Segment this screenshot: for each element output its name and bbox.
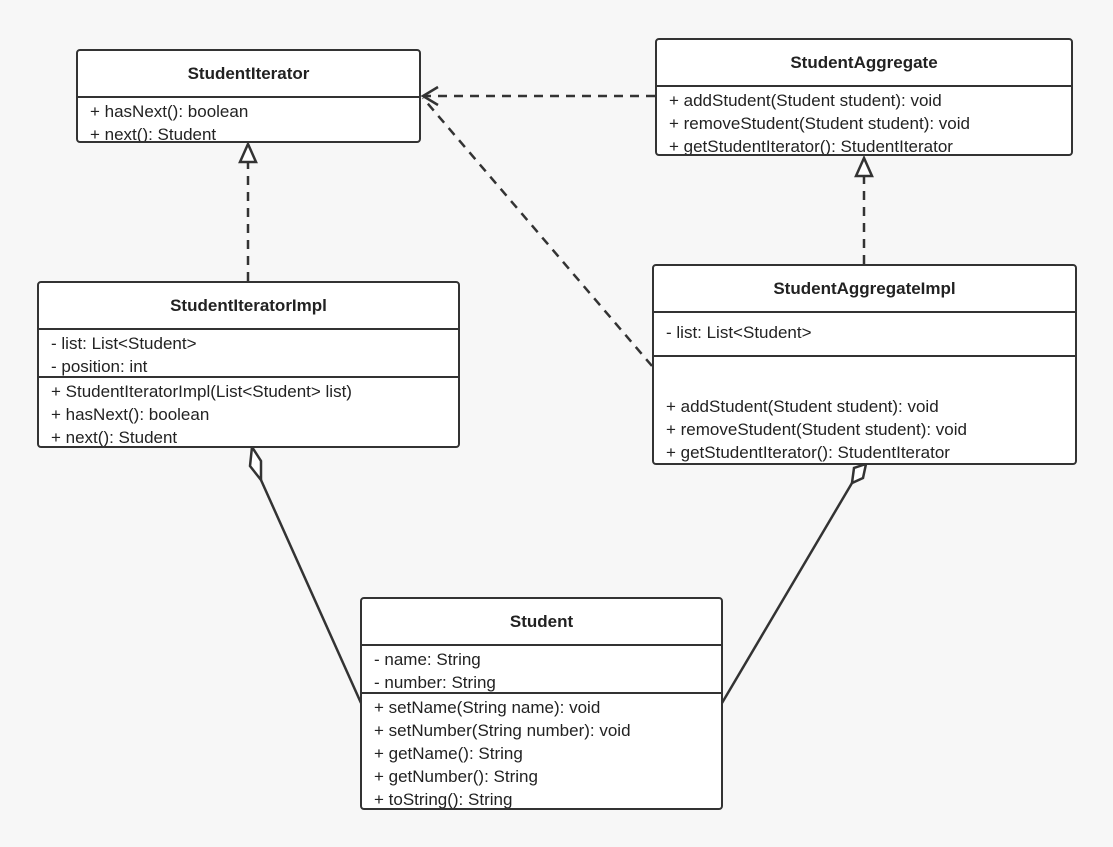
- class-name: StudentIteratorImpl: [39, 283, 458, 330]
- attributes-section: - list: List<Student>: [654, 313, 1075, 357]
- methods-section: + addStudent(Student student): void + re…: [654, 357, 1075, 463]
- class-box-student-iterator-impl[interactable]: StudentIteratorImpl - list: List<Student…: [37, 281, 460, 448]
- method: + getNumber(): String: [374, 767, 538, 786]
- method: + addStudent(Student student): void: [666, 397, 939, 416]
- hollow-diamond-icon: [850, 462, 868, 486]
- hollow-triangle-icon: [854, 154, 874, 178]
- dependency-line-aggregate-impl-to-iterator: [422, 97, 653, 367]
- method: + setName(String name): void: [374, 698, 601, 717]
- class-box-student-aggregate-impl[interactable]: StudentAggregateImpl - list: List<Studen…: [652, 264, 1077, 465]
- method: + removeStudent(Student student): void: [669, 114, 970, 133]
- attribute: - position: int: [51, 357, 148, 376]
- attributes-section: - name: String - number: String: [362, 646, 721, 694]
- method: + next(): Student: [90, 125, 217, 143]
- open-arrowhead-icon: [420, 85, 439, 107]
- methods-section: + hasNext(): boolean + next(): Student: [78, 98, 419, 143]
- method: + removeStudent(Student student): void: [666, 420, 967, 439]
- class-box-student-iterator[interactable]: StudentIterator + hasNext(): boolean + n…: [76, 49, 421, 143]
- hollow-diamond-icon: [248, 443, 263, 484]
- method: + toString(): String: [374, 790, 513, 809]
- aggregation-line-iterator-impl: [259, 479, 363, 704]
- methods-section: + StudentIteratorImpl(List<Student> list…: [39, 378, 458, 447]
- attribute: - list: List<Student>: [51, 334, 197, 353]
- method: + StudentIteratorImpl(List<Student> list…: [51, 382, 352, 401]
- attribute: - name: String: [374, 650, 481, 669]
- method: + getStudentIterator(): StudentIterator: [666, 443, 950, 462]
- class-name: StudentAggregateImpl: [654, 266, 1075, 313]
- method: + getName(): String: [374, 744, 523, 763]
- method: + getStudentIterator(): StudentIterator: [669, 137, 953, 156]
- aggregation-line-aggregate-impl: [720, 482, 854, 704]
- attribute: - list: List<Student>: [666, 323, 812, 342]
- attributes-section: - list: List<Student> - position: int: [39, 330, 458, 378]
- attribute: - number: String: [374, 673, 496, 692]
- class-box-student[interactable]: Student - name: String - number: String …: [360, 597, 723, 810]
- class-name: StudentAggregate: [657, 40, 1071, 87]
- method: + next(): Student: [51, 428, 178, 447]
- class-name: Student: [362, 599, 721, 646]
- class-box-student-aggregate[interactable]: StudentAggregate + addStudent(Student st…: [655, 38, 1073, 156]
- methods-section: + setName(String name): void + setNumber…: [362, 694, 721, 809]
- method: + hasNext(): boolean: [90, 102, 249, 121]
- method: + setNumber(String number): void: [374, 721, 631, 740]
- class-name: StudentIterator: [78, 51, 419, 98]
- method: + hasNext(): boolean: [51, 405, 210, 424]
- hollow-triangle-icon: [238, 140, 258, 164]
- method: + addStudent(Student student): void: [669, 91, 942, 110]
- methods-section: + addStudent(Student student): void + re…: [657, 87, 1071, 156]
